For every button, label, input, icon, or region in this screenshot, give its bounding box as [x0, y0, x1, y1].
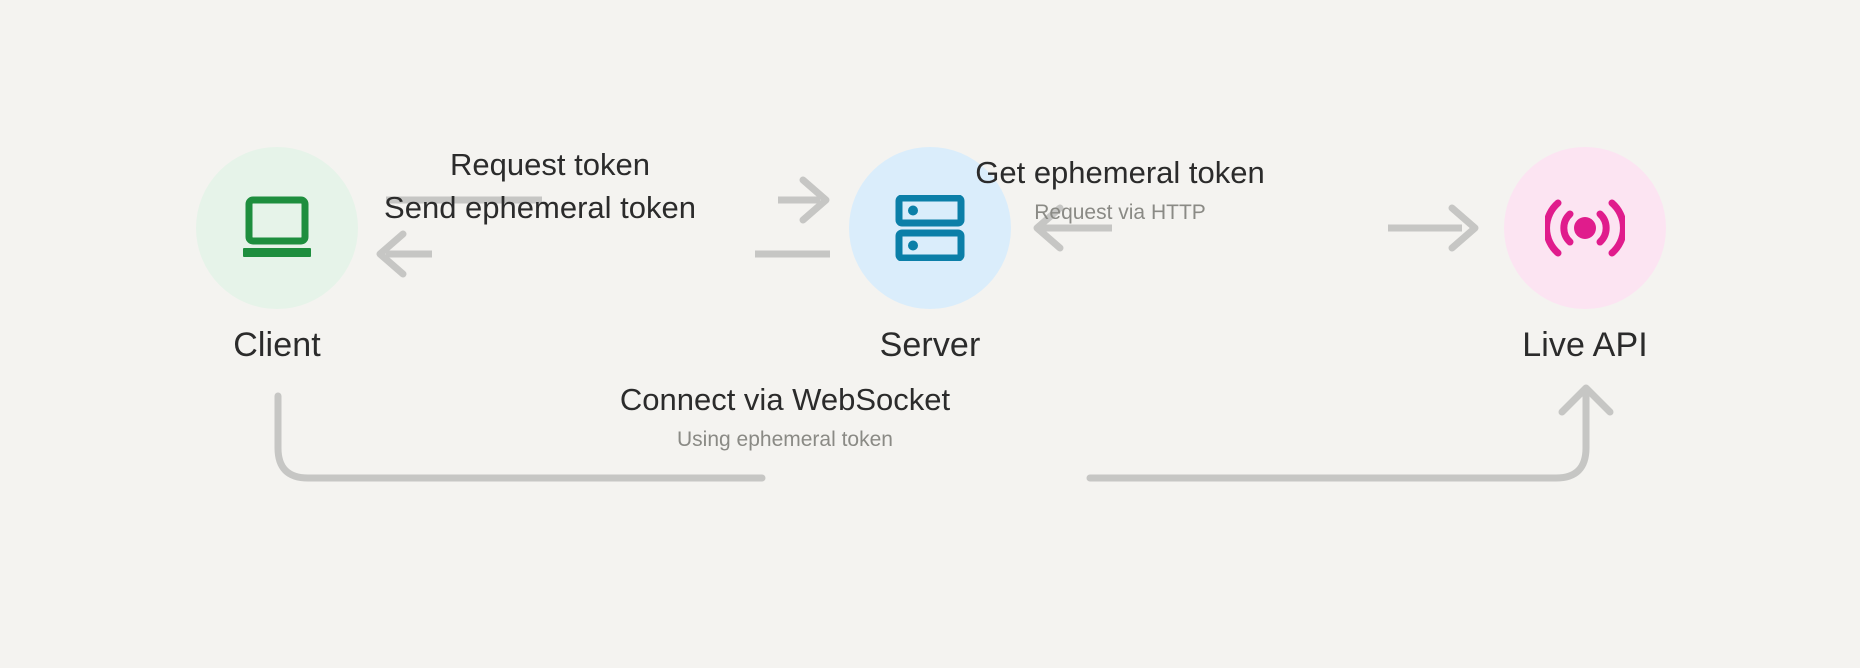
node-live-api[interactable]: Live API: [1475, 147, 1695, 365]
node-live-api-circle: [1504, 147, 1666, 309]
edge-label-connect-websocket: Connect via WebSocket Using ephemeral to…: [560, 380, 1010, 453]
node-server-circle: [849, 147, 1011, 309]
edge-label-get-ephemeral-token: Get ephemeral token Request via HTTP: [905, 153, 1335, 226]
node-live-api-label: Live API: [1522, 326, 1648, 364]
edge-label-request-token: Request token: [400, 145, 700, 184]
send-token-arrow-left: [376, 230, 432, 278]
edge-label-get-ephemeral-token-text: Get ephemeral token: [975, 155, 1265, 190]
laptop-icon: [243, 196, 311, 257]
broadcast-signal-icon: [1545, 199, 1625, 257]
node-client-label: Client: [233, 326, 321, 364]
websocket-path-left: [274, 392, 766, 482]
get-token-arrow-right: [1388, 204, 1479, 252]
edge-label-send-ephemeral-token-text: Send ephemeral token: [384, 190, 696, 225]
edge-label-connect-websocket-text: Connect via WebSocket: [619, 382, 951, 417]
edge-label-request-token-text: Request token: [450, 147, 650, 182]
edge-label-connect-websocket-subtext: Using ephemeral token: [677, 428, 893, 451]
websocket-path-right: [1086, 386, 1590, 482]
server-rack-icon: [895, 195, 965, 261]
edge-label-get-ephemeral-token-subtext: Request via HTTP: [1034, 201, 1206, 224]
websocket-arrowhead: [1558, 384, 1614, 416]
node-client-circle: [196, 147, 358, 309]
node-server-label: Server: [879, 326, 981, 364]
get-token-arrow-left: [1033, 204, 1112, 252]
node-client[interactable]: Client: [167, 147, 387, 365]
edge-label-send-ephemeral-token: Send ephemeral token: [330, 188, 750, 227]
node-server[interactable]: Server: [820, 147, 1040, 365]
request-token-arrow-right: [778, 176, 830, 224]
